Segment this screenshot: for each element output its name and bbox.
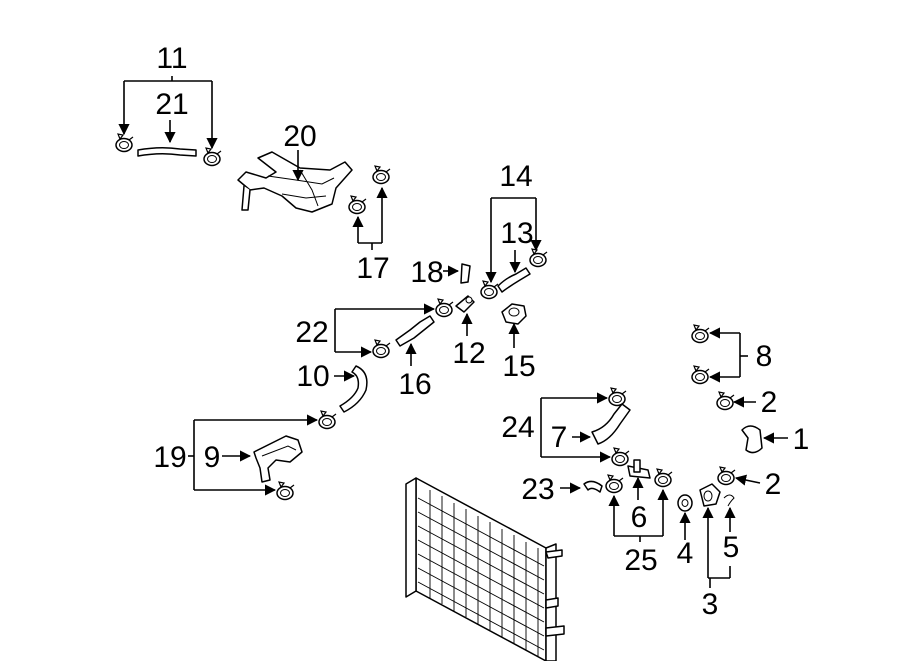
hose-18[interactable] bbox=[460, 263, 471, 284]
callout-19: 19 bbox=[153, 441, 186, 474]
callout-14: 14 bbox=[499, 160, 532, 193]
clamp-14-right[interactable] bbox=[529, 248, 548, 268]
callout-10: 10 bbox=[296, 360, 329, 393]
sensor-12[interactable] bbox=[455, 295, 475, 313]
clamp-8-lower[interactable] bbox=[691, 365, 710, 385]
clip-5[interactable] bbox=[723, 494, 735, 507]
clamp-25-left[interactable] bbox=[605, 474, 624, 494]
callout-16: 16 bbox=[398, 368, 431, 401]
washer-4[interactable] bbox=[677, 494, 693, 512]
clamp-11-left[interactable] bbox=[115, 133, 134, 153]
callout-18: 18 bbox=[410, 256, 443, 289]
callout-4: 4 bbox=[677, 537, 694, 570]
clamp-2-upper[interactable] bbox=[716, 391, 735, 411]
clamp-25-right[interactable] bbox=[654, 468, 673, 488]
clamp-8-upper[interactable] bbox=[691, 324, 710, 344]
callout-11: 11 bbox=[156, 42, 187, 75]
clamp-24-lower[interactable] bbox=[611, 447, 630, 467]
clamp-22-lower[interactable] bbox=[372, 339, 391, 359]
callout-9: 9 bbox=[204, 441, 221, 474]
callout-24: 24 bbox=[501, 411, 534, 444]
clamp-17-upper[interactable] bbox=[372, 165, 391, 185]
connector-3[interactable] bbox=[699, 483, 721, 507]
radiator[interactable] bbox=[405, 477, 565, 661]
callouts: 11 21 20 14 13 17 18 22 12 15 16 10 8 2 … bbox=[153, 42, 809, 621]
hose-16[interactable] bbox=[395, 315, 435, 347]
hose-23[interactable] bbox=[583, 480, 603, 493]
callout-15: 15 bbox=[502, 350, 535, 383]
callout-22: 22 bbox=[295, 316, 328, 349]
bracket-20[interactable] bbox=[237, 151, 353, 213]
housing-15[interactable] bbox=[501, 303, 527, 325]
clamp-17-lower[interactable] bbox=[348, 195, 367, 215]
clamp-11-right[interactable] bbox=[203, 147, 222, 167]
callout-2-upper: 2 bbox=[761, 386, 778, 419]
callout-13: 13 bbox=[500, 217, 533, 250]
callout-3: 3 bbox=[702, 588, 719, 621]
callout-12: 12 bbox=[452, 337, 485, 370]
callout-23: 23 bbox=[521, 473, 554, 506]
callout-25: 25 bbox=[624, 544, 657, 577]
clamp-19-upper[interactable] bbox=[318, 410, 337, 430]
callout-8: 8 bbox=[756, 340, 773, 373]
hose-1[interactable] bbox=[741, 425, 763, 454]
hose-13[interactable] bbox=[497, 267, 531, 293]
callout-20: 20 bbox=[283, 120, 316, 153]
callout-21: 21 bbox=[155, 88, 188, 121]
clamp-22-upper[interactable] bbox=[435, 298, 454, 318]
callout-5: 5 bbox=[723, 531, 740, 564]
clamp-14-left[interactable] bbox=[480, 280, 499, 300]
callout-6: 6 bbox=[631, 501, 648, 534]
callout-2-lower: 2 bbox=[765, 468, 782, 501]
tee-6[interactable] bbox=[627, 459, 651, 479]
clamp-19-lower[interactable] bbox=[276, 481, 295, 501]
clamp-2-lower[interactable] bbox=[717, 466, 736, 486]
hose-21[interactable] bbox=[137, 146, 197, 157]
hose-7[interactable] bbox=[591, 403, 631, 445]
clamp-24-upper[interactable] bbox=[608, 387, 627, 407]
hose-10[interactable] bbox=[339, 365, 368, 413]
leader-lines bbox=[118, 76, 788, 588]
callout-7: 7 bbox=[551, 421, 568, 454]
callout-1: 1 bbox=[793, 423, 810, 456]
pipe-9[interactable] bbox=[253, 435, 303, 483]
callout-17: 17 bbox=[356, 252, 389, 285]
